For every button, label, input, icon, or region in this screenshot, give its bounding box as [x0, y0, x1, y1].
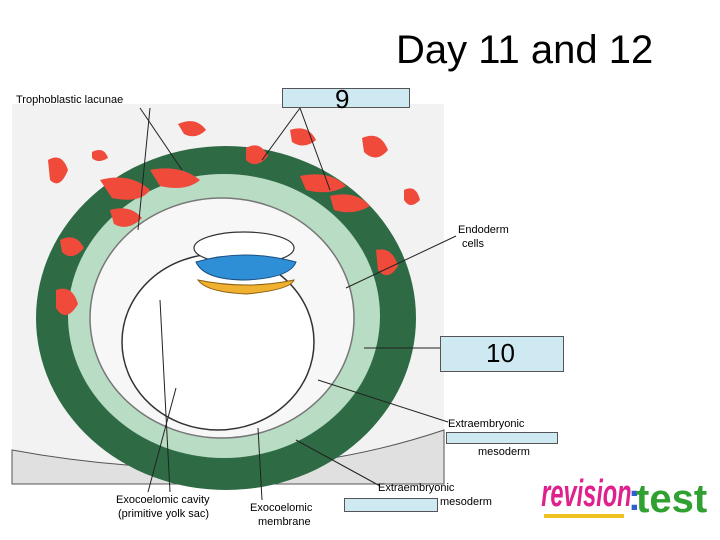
answer-box-9-number: 9 — [335, 84, 350, 114]
hypoblast — [196, 279, 295, 295]
svg-text:revision: revision — [541, 471, 631, 514]
revision-test-logo: revision : test — [541, 471, 707, 521]
label-exocoelomic-cavity-line1: Exocoelomic cavity — [116, 494, 210, 506]
label-extraembryonic-mesoderm-upper-line1: Extraembryonic — [448, 418, 525, 430]
label-exocoelomic-cavity-line2: (primitive yolk sac) — [118, 508, 210, 520]
label-exocoelomic-membrane-line2: membrane — [258, 516, 311, 528]
slide-title: Day 11 and 12 — [396, 28, 654, 72]
label-extraembryonic-mesoderm-lower-line1: Extraembryonic — [378, 482, 455, 494]
label-exocoelomic-membrane-line1: Exocoelomic — [250, 502, 313, 514]
svg-text::: : — [628, 477, 641, 519]
answer-box-extraembryonic-upper — [446, 432, 558, 444]
label-endoderm-cells-line1: Endoderm — [458, 224, 509, 236]
answer-box-extraembryonic-lower — [344, 498, 438, 512]
label-endoderm-cells-line2: cells — [462, 238, 485, 250]
answer-box-10-number: 10 — [486, 338, 515, 368]
leader-lines — [137, 107, 457, 501]
trophoblastic-lacunae — [48, 121, 420, 316]
svg-text:test: test — [636, 477, 707, 521]
label-extraembryonic-mesoderm-lower-line2: mesoderm — [440, 496, 492, 508]
label-trophoblastic-lacunae: Trophoblastic lacunae — [16, 94, 124, 106]
epiblast — [195, 254, 297, 281]
answer-box-10 — [440, 336, 564, 372]
exocoelomic-cavity — [121, 253, 315, 431]
label-extraembryonic-mesoderm-upper-line2: mesoderm — [478, 446, 530, 458]
answer-box-9 — [282, 88, 410, 108]
